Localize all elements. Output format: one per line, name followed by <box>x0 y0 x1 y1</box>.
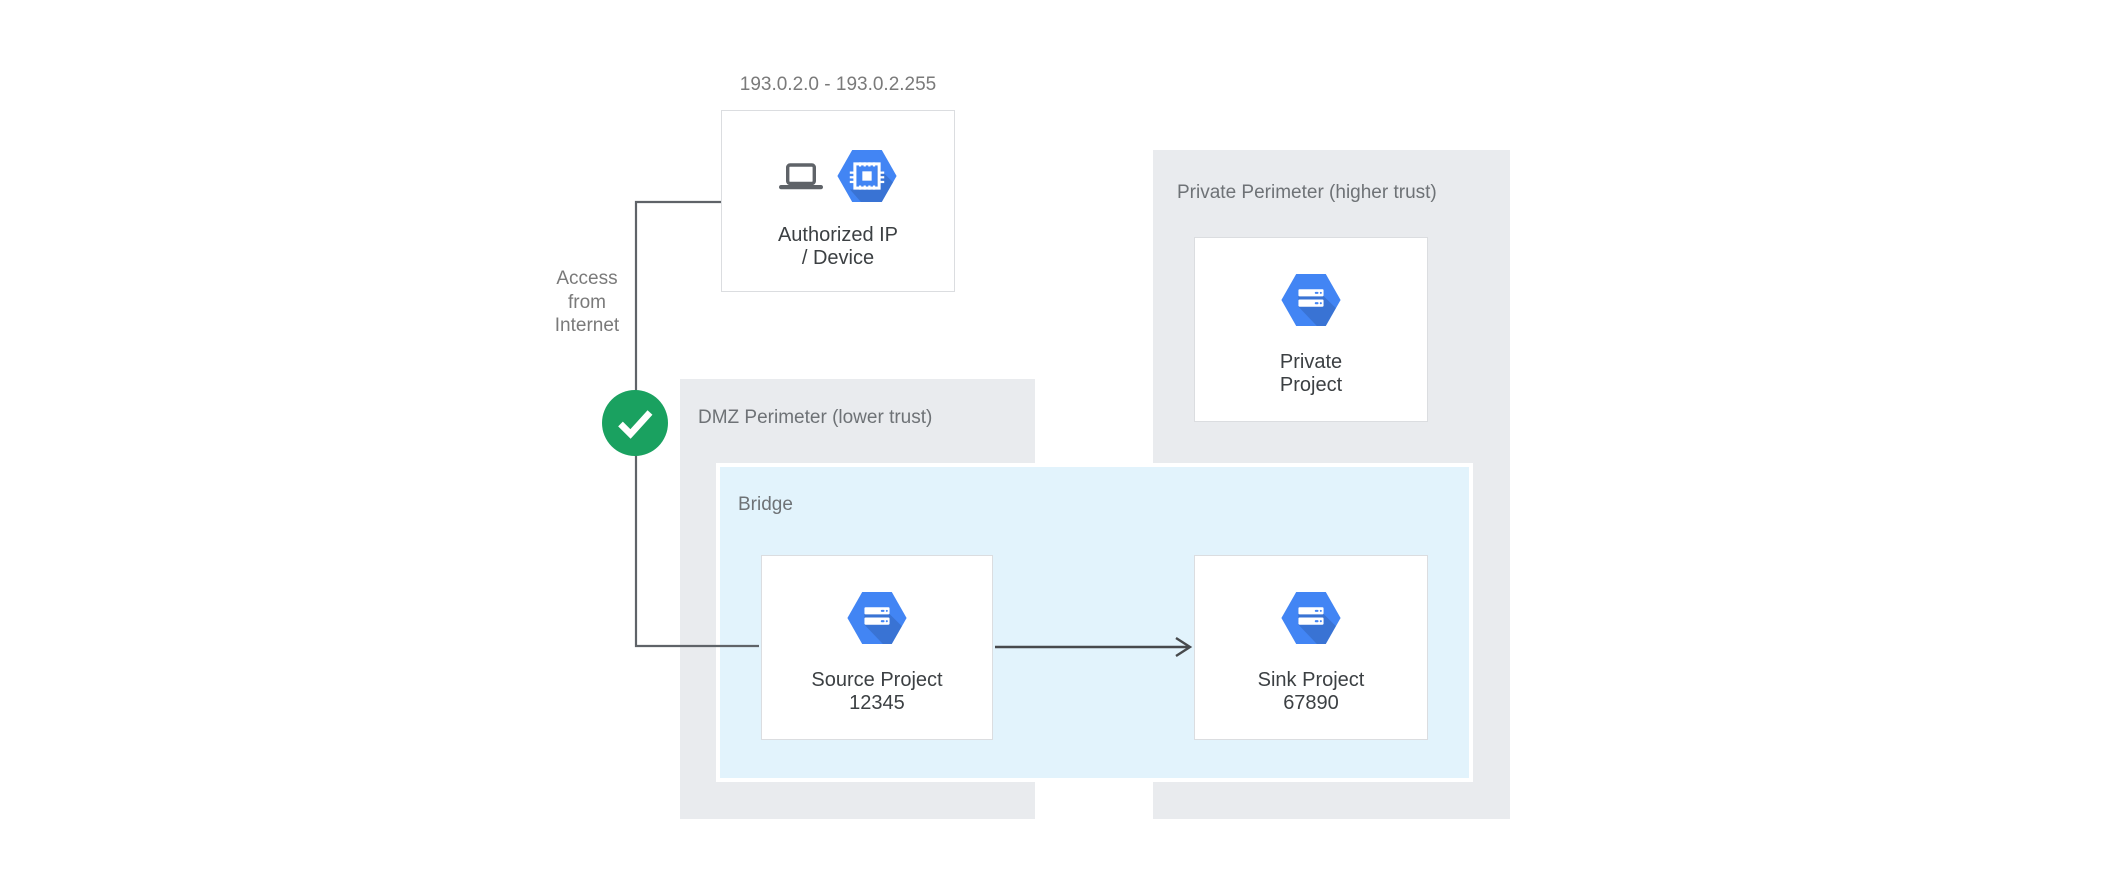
sink-project-label-line2: 67890 <box>1283 692 1339 714</box>
compute-engine-hexagon-icon <box>837 150 897 202</box>
bridge-label: Bridge <box>738 494 793 515</box>
source-project-label-line1: Source Project <box>811 669 943 691</box>
source-project-label: Source Project 12345 <box>811 669 942 715</box>
access-label-line2: from <box>568 291 606 313</box>
dmz-perimeter-label: DMZ Perimeter (lower trust) <box>698 407 933 428</box>
authorized-device-icons <box>779 150 897 202</box>
laptop-icon <box>779 162 823 189</box>
ip-range-label: 193.0.2.0 - 193.0.2.255 <box>739 74 937 95</box>
sink-project-label-line1: Sink Project <box>1257 669 1365 691</box>
access-from-internet-label: Access from Internet <box>540 267 634 338</box>
private-perimeter-label: Private Perimeter (higher trust) <box>1177 182 1437 203</box>
source-project-label-line2: 12345 <box>849 692 905 714</box>
authorized-device-label: Authorized IP / Device <box>778 224 898 270</box>
check-circle-icon <box>602 390 668 456</box>
private-project-label-line2: Project <box>1279 374 1343 396</box>
gcp-project-icon-sink <box>1281 592 1341 644</box>
private-project-box: Private Project <box>1194 237 1428 422</box>
sink-project-label: Sink Project 67890 <box>1258 669 1365 715</box>
authorized-device-box: Authorized IP / Device <box>721 110 955 292</box>
private-project-label: Private Project <box>1280 351 1342 397</box>
authorized-device-label-line1: Authorized IP <box>777 224 899 246</box>
gcp-project-icon-source <box>847 592 907 644</box>
source-project-box: Source Project 12345 <box>761 555 993 740</box>
access-label-line1: Access <box>556 268 618 289</box>
access-label-line3: Internet <box>554 315 620 336</box>
gcp-project-icon-private <box>1281 274 1341 326</box>
sink-project-box: Sink Project 67890 <box>1194 555 1428 740</box>
private-project-label-line1: Private <box>1279 351 1343 373</box>
authorized-device-label-line2: / Device <box>801 247 875 269</box>
